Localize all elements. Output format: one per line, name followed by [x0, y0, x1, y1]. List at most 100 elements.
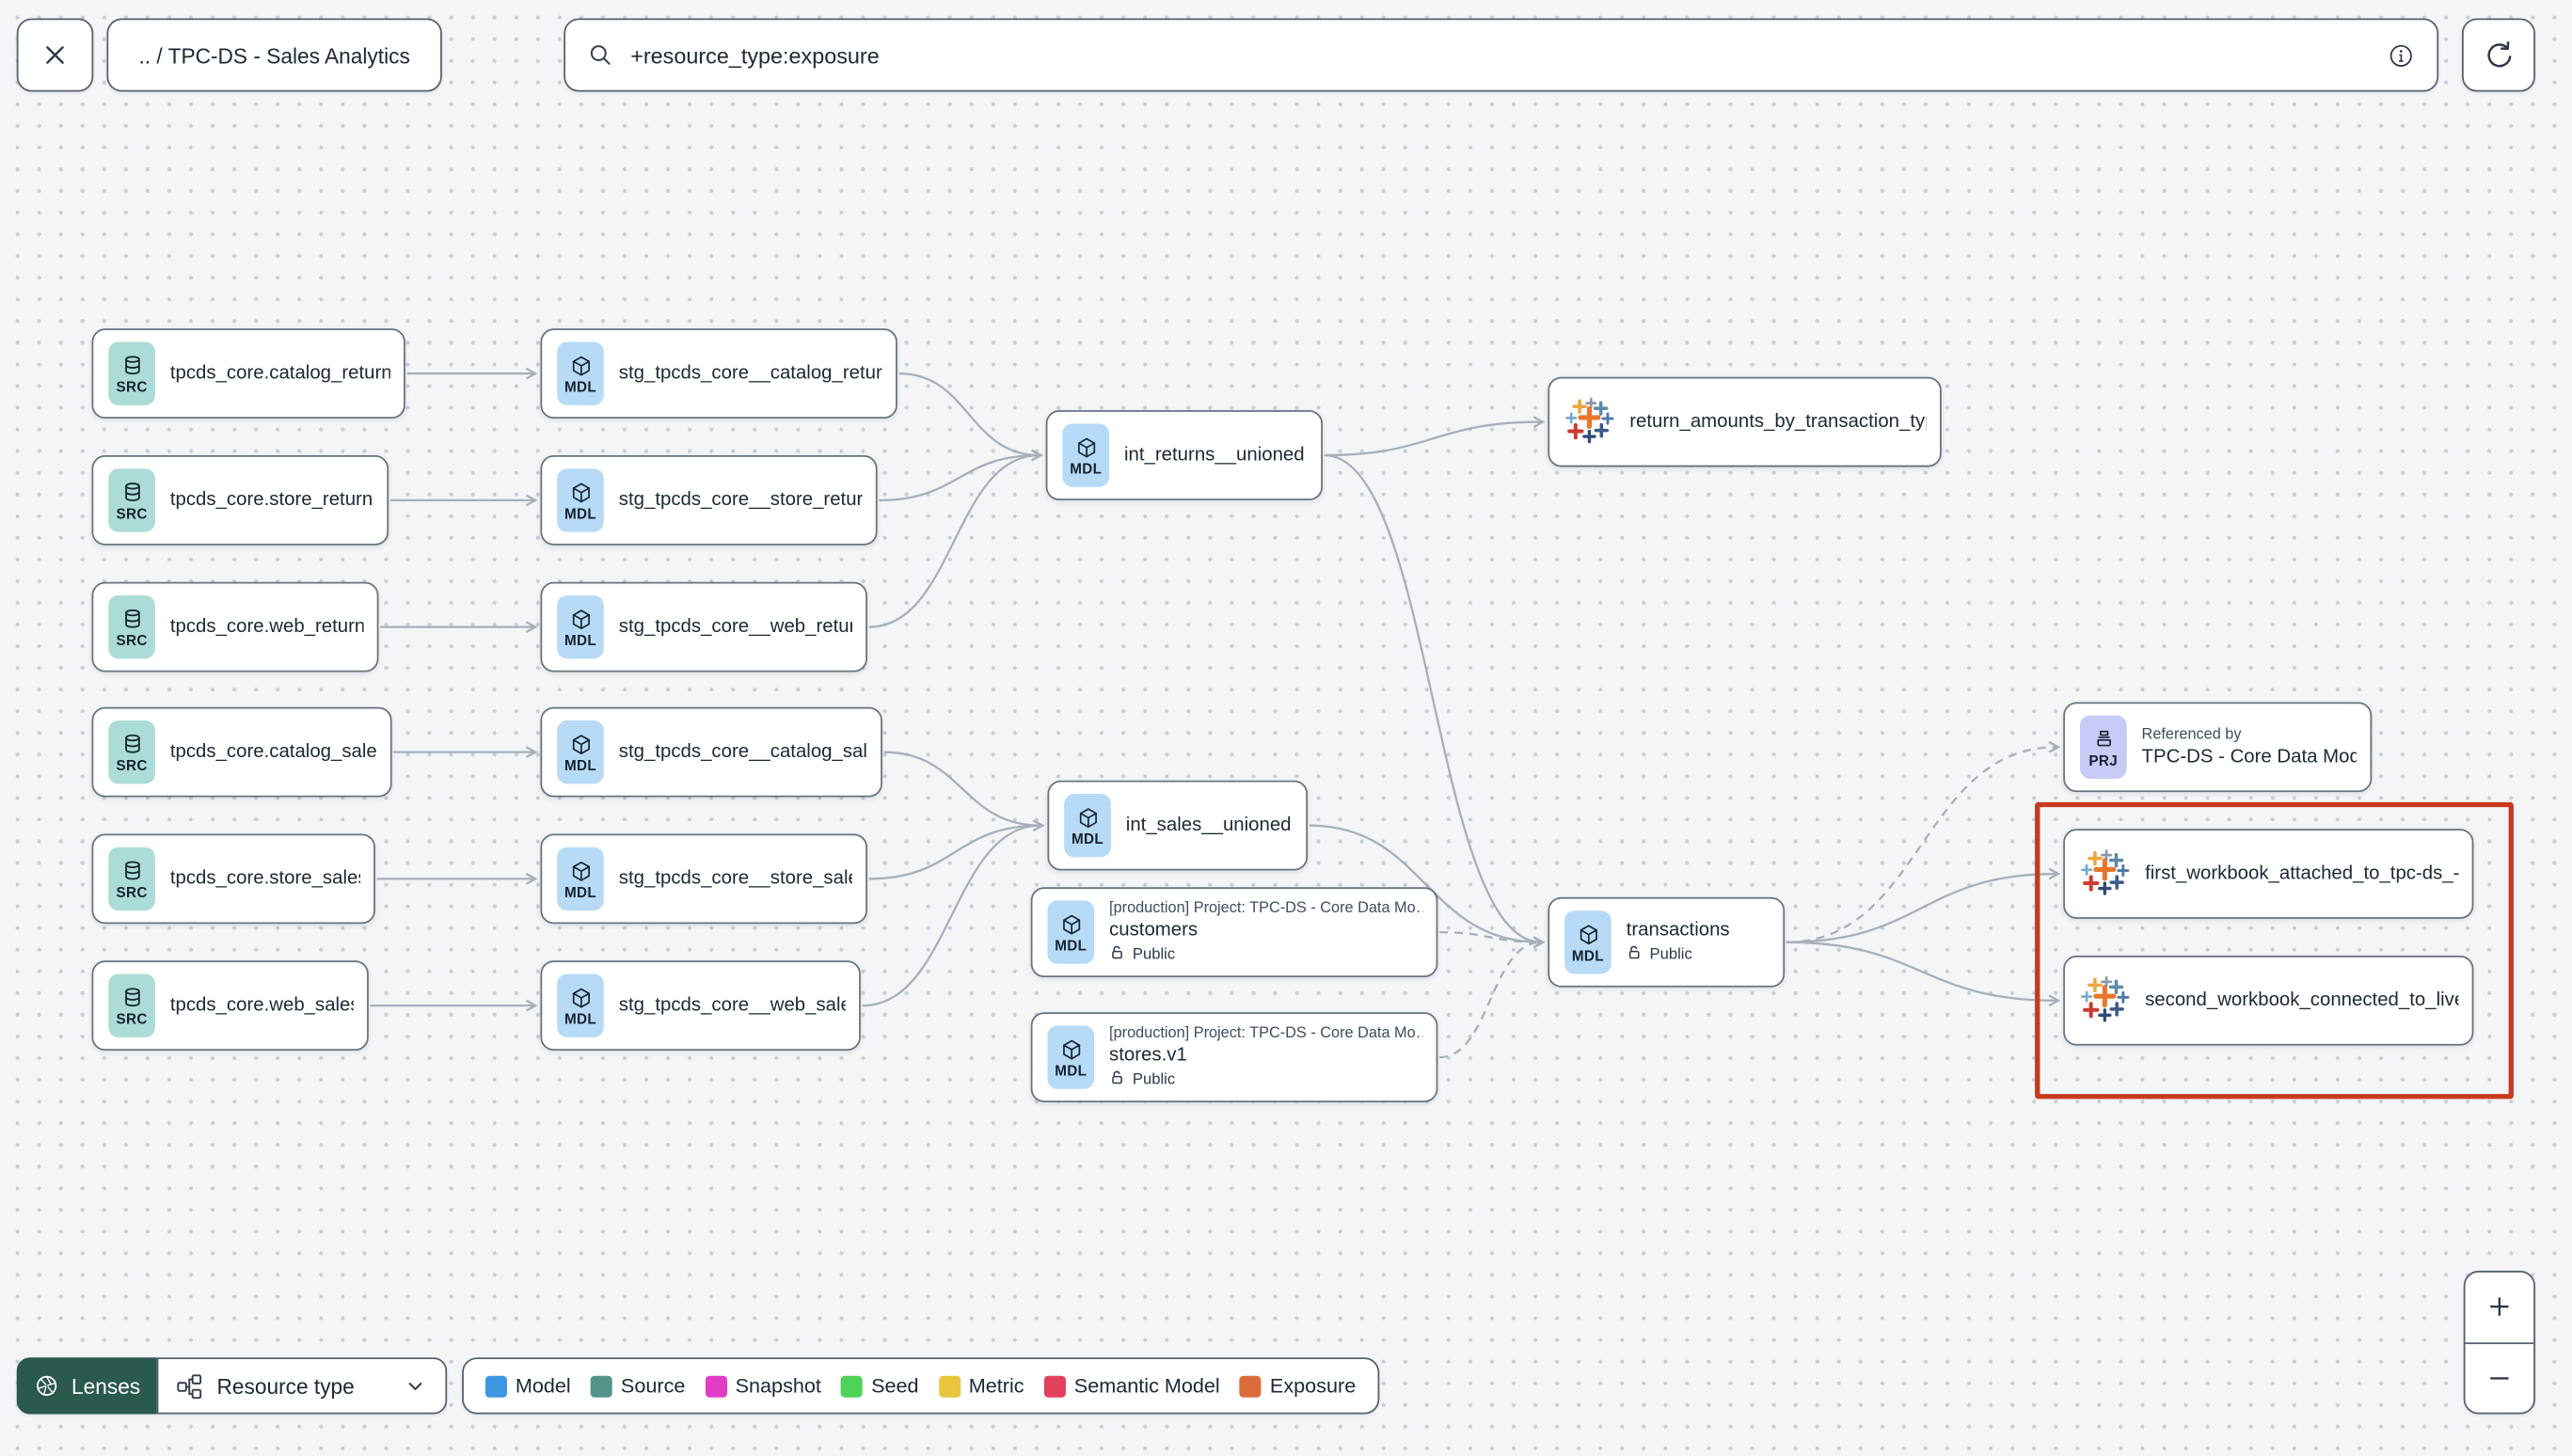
resource-type-dropdown[interactable]: Resource type [156, 1357, 448, 1415]
edge-stg_catalog_sales-to-int_sales_unioned [883, 751, 1045, 831]
legend-swatch [841, 1374, 864, 1397]
edge-stg_store_sales-to-int_sales_unioned [868, 819, 1045, 880]
badge-label: SRC [116, 1009, 148, 1027]
refresh-button[interactable] [2461, 18, 2535, 92]
badge-label: MDL [564, 1009, 597, 1027]
model-badge-icon: MDL [557, 847, 604, 911]
model-badge-icon: MDL [557, 468, 604, 532]
model-badge-icon: MDL [1064, 793, 1111, 858]
edge-stg_web_sales-to-int_sales_unioned [862, 819, 1045, 1007]
node-src-web-sales[interactable]: SRC tpcds_core.web_sales [91, 960, 369, 1052]
node-src-catalog-sales[interactable]: SRC tpcds_core.catalog_sales [91, 706, 392, 798]
search-bar[interactable] [564, 18, 2439, 92]
source-badge-icon: SRC [108, 468, 155, 532]
node-label: stores.v1 [1109, 1045, 1187, 1066]
info-icon[interactable] [2385, 40, 2417, 71]
source-badge-icon: SRC [108, 847, 155, 911]
badge-label: SRC [116, 756, 148, 773]
node-label: stg_tpcds_core__catalog_sales [618, 741, 867, 762]
access-label: Public [1649, 944, 1692, 963]
badge-label: SRC [116, 631, 148, 648]
lenses-button[interactable]: Lenses [16, 1357, 157, 1415]
edge-transactions-to-wb_second [1786, 941, 2061, 1007]
node-label: tpcds_core.store_sales [169, 867, 360, 889]
search-icon [585, 40, 615, 71]
node-src-store-sales[interactable]: SRC tpcds_core.store_sales [91, 833, 375, 925]
resource-graph-icon [175, 1371, 203, 1400]
search-input[interactable] [630, 42, 2371, 68]
close-button[interactable] [16, 18, 94, 92]
node-stg-store-returns[interactable]: MDL stg_tpcds_core__store_returns [540, 455, 878, 546]
legend-item-source: Source [591, 1374, 685, 1398]
legend-label: Seed [871, 1373, 919, 1398]
badge-label: MDL [1571, 946, 1604, 963]
model-badge-icon: MDL [1564, 910, 1611, 974]
badge-label: MDL [564, 882, 597, 900]
edge-int_returns_unioned-to-exp_return_amounts [1324, 416, 1546, 457]
badge-label: SRC [116, 377, 148, 395]
node-label: transactions [1626, 920, 1730, 941]
zoom-out-button[interactable] [2465, 1342, 2534, 1412]
access-row: Public [1109, 943, 1422, 965]
legend-label: Exposure [1269, 1373, 1357, 1398]
access-row: Public [1627, 943, 1730, 965]
edge-transactions-to-referenced_by_project [1786, 740, 2061, 943]
node-src-store-returns[interactable]: SRC tpcds_core.store_returns [91, 455, 389, 546]
edge-stg_catalog_returns-to-int_returns_unioned [898, 372, 1043, 462]
source-badge-icon: SRC [108, 720, 155, 784]
node-header: [production] Project: TPC-DS - Core Data… [1109, 898, 1423, 916]
tableau-exposure-icon [1564, 397, 1614, 447]
legend-swatch [1240, 1374, 1262, 1397]
node-wb-second[interactable]: second_workbook_connected_to_live… [2063, 955, 2474, 1046]
model-badge-icon: MDL [1047, 1025, 1095, 1089]
legend-label: Model [515, 1373, 571, 1398]
edge-stg_web_returns-to-int_returns_unioned [868, 449, 1043, 628]
tableau-exposure-icon [2080, 848, 2130, 898]
access-label: Public [1132, 1069, 1176, 1088]
legend-swatch [1043, 1374, 1066, 1397]
edge-int_returns_unioned-to-transactions [1324, 453, 1546, 949]
model-badge-icon: MDL [557, 973, 604, 1037]
breadcrumb[interactable]: .. / TPC-DS - Sales Analytics [106, 18, 442, 92]
legend-item-semantic-model: Semantic Model [1043, 1374, 1220, 1398]
edge-transactions-to-wb_first [1786, 867, 2061, 943]
badge-label: MDL [564, 631, 597, 648]
badge-label: PRJ [2088, 751, 2119, 768]
badge-label: SRC [116, 882, 148, 900]
node-label: tpcds_core.web_sales [169, 994, 354, 1015]
zoom-in-button[interactable] [2466, 1273, 2534, 1342]
legend-item-seed: Seed [841, 1373, 919, 1398]
node-exp-return-amounts[interactable]: return_amounts_by_transaction_type [1548, 376, 1942, 467]
badge-label: MDL [1071, 830, 1104, 847]
node-wb-first[interactable]: first_workbook_attached_to_tpc-ds_-_… [2063, 829, 2474, 919]
node-stores-v1[interactable]: MDL[production] Project: TPC-DS - Core D… [1030, 1012, 1438, 1102]
chevron-down-icon [402, 1372, 428, 1399]
source-badge-icon: SRC [108, 594, 155, 659]
node-customers[interactable]: MDL[production] Project: TPC-DS - Core D… [1030, 887, 1438, 977]
access-label: Public [1132, 944, 1176, 963]
legend-item-metric: Metric [938, 1374, 1024, 1398]
node-label: second_workbook_connected_to_live… [2145, 989, 2459, 1010]
node-label: tpcds_core.catalog_sales [169, 741, 377, 762]
badge-label: MDL [564, 504, 597, 522]
node-label: stg_tpcds_core__store_returns [618, 489, 863, 510]
node-stg-store-sales[interactable]: MDL stg_tpcds_core__store_sales [540, 833, 867, 925]
node-label: tpcds_core.store_returns [169, 489, 374, 510]
node-label: stg_tpcds_core__store_sales [618, 867, 853, 889]
node-label: customers [1109, 920, 1199, 941]
node-label: int_returns__unioned [1124, 444, 1305, 465]
badge-label: MDL [564, 377, 597, 395]
resource-type-label: Resource type [216, 1373, 355, 1399]
